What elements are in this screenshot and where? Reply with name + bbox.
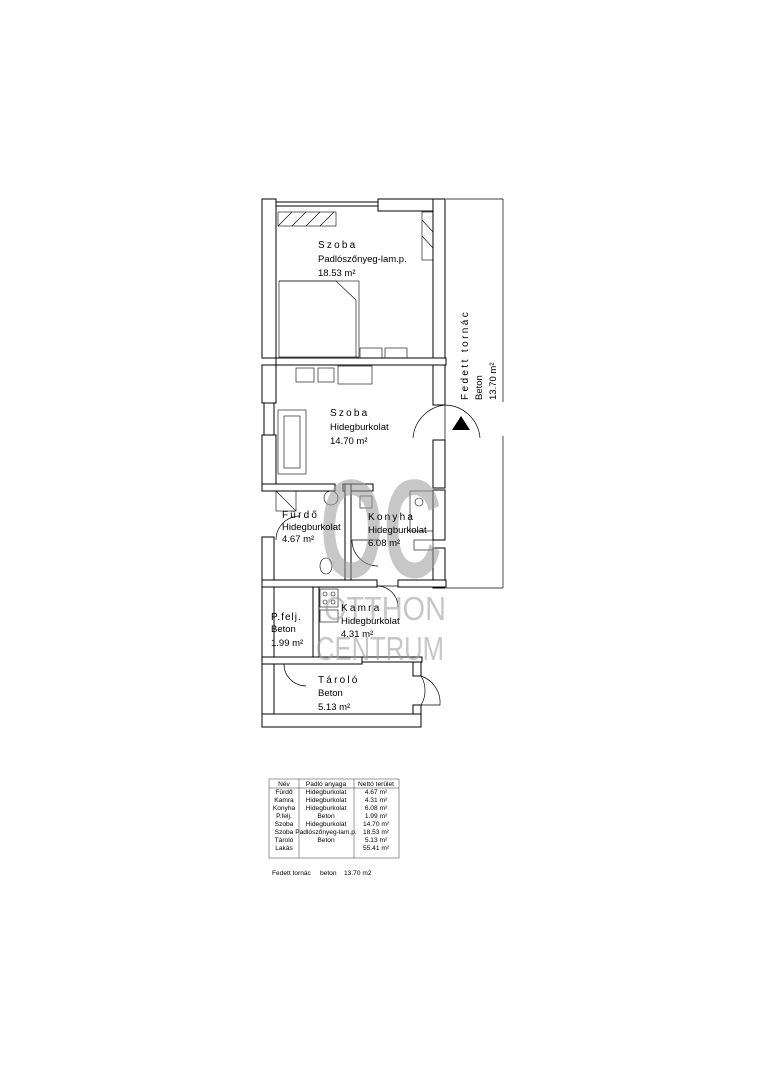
room-material: Padlószőnyeg-lam.p. <box>318 254 407 265</box>
entrance-arrow-icon <box>452 416 470 430</box>
watermark: OC OTTHON CENTRUM <box>316 450 446 667</box>
watermark-line2: CENTRUM <box>316 630 444 667</box>
table-cell: Fürdő <box>275 789 293 796</box>
room-material: Beton <box>271 624 296 635</box>
table-cell: Szoba <box>275 829 294 836</box>
table-header-cell: Név <box>278 781 290 788</box>
table-cell: 1.99 m² <box>365 813 388 820</box>
room-name: Szoba <box>330 408 369 419</box>
watermark-line1: OTTHON <box>324 590 446 627</box>
table-cell: Beton <box>317 837 335 844</box>
room-material: Hidegburkolat <box>368 525 427 536</box>
room-label-szoba2: Szoba Hidegburkolat 14.70 m² <box>330 408 389 447</box>
table-cell: Kamra <box>274 797 294 804</box>
table-cell: 4.31 m² <box>365 797 388 804</box>
table-cell: 14.70 m² <box>363 821 390 828</box>
table-cell: Padlószőnyeg-lam.p. <box>295 829 357 836</box>
doors <box>275 404 481 706</box>
table-cell: Hidegburkolat <box>306 805 347 812</box>
table-cell: P.felj. <box>276 813 292 820</box>
table-cell: Tároló <box>275 837 294 844</box>
room-material: Hidegburkolat <box>341 616 400 627</box>
terrace-note-name: Fedett tornác <box>272 870 312 877</box>
table-cell: 55.41 m² <box>363 845 390 852</box>
room-material: Hidegburkolat <box>282 522 341 533</box>
room-label-kamra: Kamra Hidegburkolat 4.31 m² <box>341 603 400 640</box>
furniture <box>275 211 434 623</box>
table-header-cell: Nettó terület <box>358 781 394 788</box>
walls <box>261 198 447 728</box>
room-area: 4.67 m² <box>282 534 314 545</box>
room-material: Beton <box>474 375 485 400</box>
table-header-cell: Padló anyaga <box>306 781 347 788</box>
room-label-terrace: Fedett tornác Beton 13.70 m² <box>460 310 499 400</box>
room-label-pfelj: P.felj. Beton 1.99 m² <box>271 612 303 649</box>
table-cell: Hidegburkolat <box>306 789 347 796</box>
room-name: Fürdő <box>282 510 319 521</box>
room-area: 1.99 m² <box>271 638 303 649</box>
room-name: Tároló <box>318 675 360 686</box>
room-area: 5.13 m² <box>318 702 350 713</box>
room-name: Szoba <box>318 240 357 251</box>
terrace-note-area: 13.70 m2 <box>344 870 372 877</box>
room-label-szoba1: Szoba Padlószőnyeg-lam.p. 18.53 m² <box>318 240 407 279</box>
room-name: Kamra <box>341 603 381 614</box>
terrace-note: Fedett tornác beton 13.70 m2 <box>272 870 372 877</box>
terrace-note-material: beton <box>320 870 337 877</box>
terrace-outline <box>446 198 504 589</box>
room-area: 4.31 m² <box>341 629 373 640</box>
room-area: 6.08 m² <box>368 538 400 549</box>
table-cell: 18.53 m² <box>363 829 390 836</box>
room-material: Hidegburkolat <box>330 422 389 433</box>
room-label-konyha: Konyha Hidegburkolat 6.08 m² <box>368 512 427 549</box>
room-area: 13.70 m² <box>488 363 499 401</box>
room-area: 14.70 m² <box>330 436 368 447</box>
room-name: Konyha <box>368 512 415 523</box>
room-material: Beton <box>318 688 343 699</box>
room-label-tarolo: Tároló Beton 5.13 m² <box>318 675 360 713</box>
room-area: 18.53 m² <box>318 268 356 279</box>
table-cell: Beton <box>317 813 335 820</box>
room-name: P.felj. <box>271 612 302 623</box>
table-cell: Hidegburkolat <box>306 821 347 828</box>
table-cell: Szoba <box>275 821 294 828</box>
watermark-mark: OC <box>320 450 442 607</box>
table-cell: Hidegburkolat <box>306 797 347 804</box>
table-cell: 5.13 m² <box>365 837 388 844</box>
room-label-furdo: Fürdő Hidegburkolat 4.67 m² <box>282 510 341 545</box>
table-cell: Lakás <box>275 845 293 852</box>
table-cell: Konyha <box>273 805 296 812</box>
table-cell: 4.67 m² <box>365 789 388 796</box>
room-name: Fedett tornác <box>460 310 471 400</box>
table-cell: 6.08 m² <box>365 805 388 812</box>
